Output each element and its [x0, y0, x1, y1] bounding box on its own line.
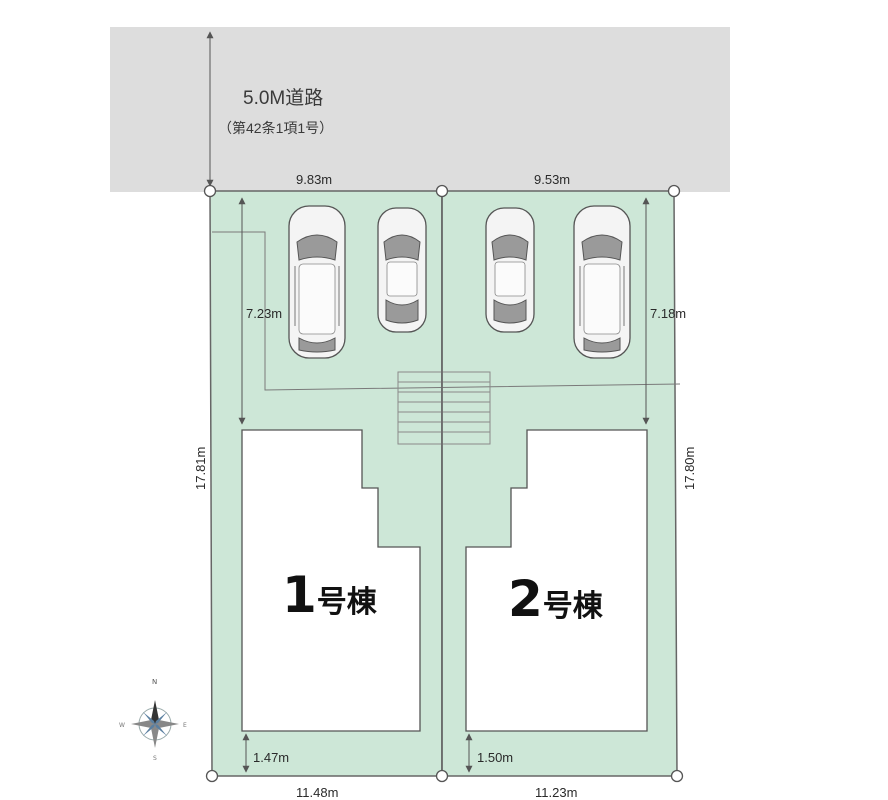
- boundary-markers: [203, 184, 684, 783]
- road-name: 5.0M道路: [243, 87, 323, 109]
- lot-2-depth-to-building: 7.18m: [650, 306, 686, 321]
- compass-icon: N E S W: [119, 678, 187, 762]
- lot-1-depth-to-building: 7.23m: [246, 306, 282, 321]
- lot-1-side-depth: 17.81m: [193, 447, 208, 490]
- road-area: [110, 27, 730, 192]
- lot-1-rear-width: 11.48m: [296, 785, 338, 800]
- compass-east: E: [183, 722, 187, 729]
- lot-2-rear-width: 11.23m: [535, 785, 577, 800]
- lot-2-side-depth: 17.80m: [682, 447, 697, 490]
- compass-west: W: [119, 722, 125, 729]
- building-2-label: 2号棟: [508, 570, 604, 628]
- car-icon: [377, 207, 427, 333]
- car-icon: [485, 207, 535, 333]
- compass-south: S: [153, 755, 157, 762]
- compass-north: N: [152, 678, 157, 686]
- road-note: （第42条1項1号）: [218, 120, 333, 136]
- building-1: [241, 429, 421, 732]
- lot-1-rear-setback: 1.47m: [253, 750, 289, 765]
- lot-2-frontage: 9.53m: [534, 172, 570, 187]
- car-icon: [288, 205, 346, 359]
- car-icon: [573, 205, 631, 359]
- building-2: [465, 429, 648, 732]
- lot-2-rear-setback: 1.50m: [477, 750, 513, 765]
- entrance-steps: [397, 371, 491, 445]
- building-1-label: 1号棟: [282, 566, 378, 624]
- lot-1-frontage: 9.83m: [296, 172, 332, 187]
